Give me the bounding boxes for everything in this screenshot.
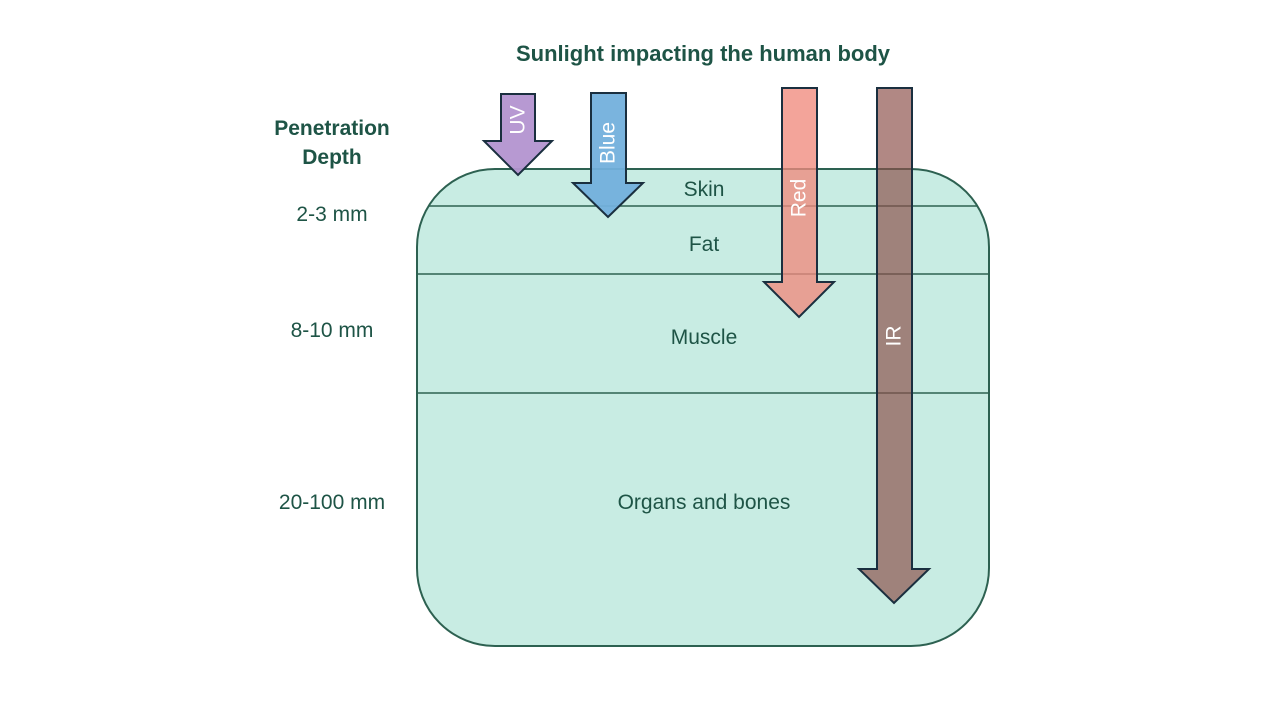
- depth-label-muscle: 8-10 mm: [291, 319, 374, 342]
- layer-label-muscle: Muscle: [671, 326, 738, 349]
- uv-arrow-label: UV: [507, 105, 530, 134]
- layer-label-organs-bones: Organs and bones: [618, 491, 791, 514]
- layer-label-skin: Skin: [684, 178, 725, 201]
- diagram-title: Sunlight impacting the human body: [516, 41, 891, 66]
- red-arrow-label: Red: [788, 179, 811, 218]
- blue-arrow: Blue: [570, 92, 646, 219]
- body-outline: [416, 168, 990, 647]
- depth-label-skin-fat: 2-3 mm: [296, 203, 367, 226]
- ir-arrow: IR: [856, 87, 932, 605]
- penetration-depth-heading: Penetration Depth: [274, 117, 390, 169]
- ir-arrow-label: IR: [883, 326, 906, 347]
- heading-line-2: Depth: [302, 146, 362, 169]
- blue-arrow-label: Blue: [597, 122, 620, 164]
- depth-labels: 2-3 mm 8-10 mm 20-100 mm: [279, 203, 385, 514]
- body-cross-section: Skin Fat Muscle Organs and bones: [416, 168, 990, 647]
- uv-arrow: UV: [481, 93, 555, 177]
- depth-label-organs: 20-100 mm: [279, 491, 385, 514]
- red-arrow-shape: [761, 87, 837, 319]
- uv-arrow-shape: [481, 93, 555, 177]
- blue-arrow-shape: [570, 92, 646, 219]
- light-arrows: UV Blue Red IR: [481, 87, 932, 605]
- layer-label-fat: Fat: [689, 233, 720, 256]
- red-arrow: Red: [761, 87, 837, 319]
- ir-arrow-shape: [856, 87, 932, 605]
- heading-line-1: Penetration: [274, 117, 390, 140]
